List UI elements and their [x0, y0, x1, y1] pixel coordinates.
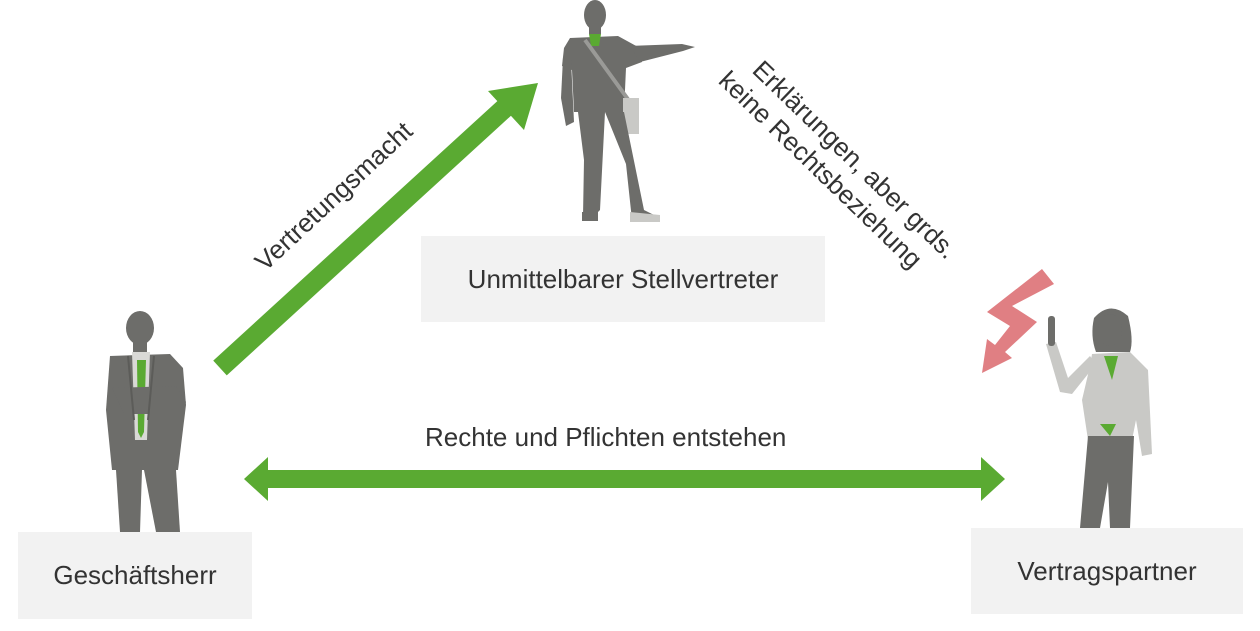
principal-label: Geschäftsherr — [18, 532, 252, 619]
partner-label: Vertragspartner — [971, 528, 1243, 614]
rights-obligations-label: Rechte und Pflichten entstehen — [425, 422, 787, 452]
agent-label: Unmittelbarer Stellvertreter — [421, 236, 825, 322]
